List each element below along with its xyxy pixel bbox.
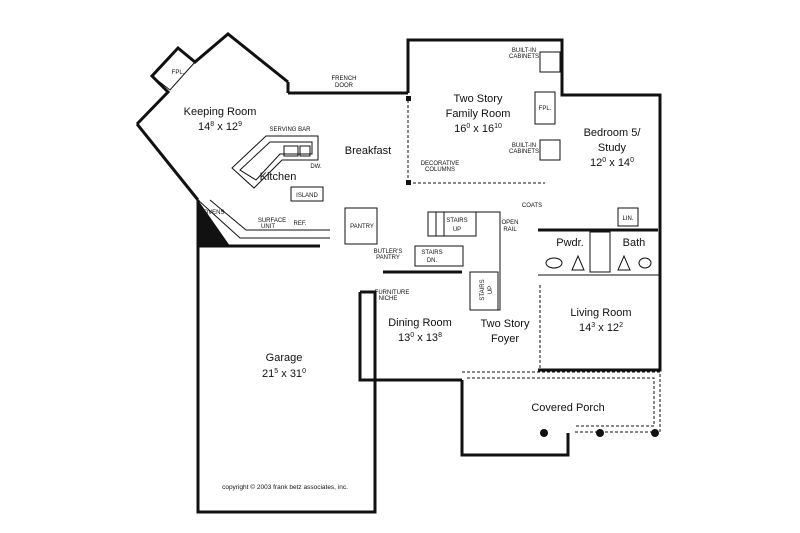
decorative-label-1: DECORATIVE [421, 161, 460, 167]
family-room-size: 160 x 1610 [454, 123, 502, 135]
copyright-text: copyright © 2003 frank betz associates, … [222, 483, 348, 491]
breakfast-name: Breakfast [345, 145, 391, 157]
stairs-vert-label-2: UP [488, 286, 494, 294]
builtin-bot-2: CABINETS [509, 149, 539, 155]
dw-label: DW. [310, 164, 322, 170]
ovens-label: OVENS [203, 210, 224, 216]
keeping-fireplace: FPL. [151, 47, 196, 91]
furniture-label-2: NICHE [379, 296, 398, 302]
surface-unit-label-2: UNIT [261, 224, 275, 230]
room-labels: Keeping Room 148 x 129 Two Story Family … [184, 93, 646, 414]
fpl-keeping-label: FPL. [172, 70, 185, 76]
living-room-name: Living Room [570, 307, 631, 319]
central-area: PANTRY STAIRS UP STAIRS DN. BUTLER'S PAN… [344, 203, 639, 370]
stairs-up-label-2: UP [453, 227, 461, 233]
bedroom-size: 120 x 140 [590, 157, 634, 169]
builtin-top-2: CABINETS [509, 54, 539, 60]
bedroom-name-1: Bedroom 5/ [584, 127, 642, 139]
kitchen-name: Kitchen [260, 171, 297, 183]
french-door-label-1: FRENCH [332, 76, 357, 82]
family-room-name-2: Family Room [446, 108, 511, 120]
open-rail-label-2: RAIL [503, 227, 517, 233]
lin-label: LIN. [622, 216, 633, 222]
furniture-label-1: FURNITURE [375, 290, 410, 296]
surface-unit-label-1: SURFACE [258, 218, 286, 224]
stairs-dn-label-1: STAIRS [421, 250, 442, 256]
coats-label: COATS [522, 203, 542, 209]
bedroom-name-2: Study [598, 142, 627, 154]
pantry-label: PANTRY [350, 224, 374, 230]
pwdr-name: Pwdr. [556, 237, 584, 249]
exterior-walls [135, 32, 662, 514]
family-room-details: BUILT-IN CABINETS BUILT-IN CABINETS FPL.… [332, 48, 561, 185]
living-room-size: 143 x 122 [579, 322, 623, 334]
builtin-bot-1: BUILT-IN [512, 143, 536, 149]
open-rail-label-1: OPEN [501, 220, 518, 226]
french-door-label-2: DOOR [335, 83, 354, 89]
island-label: ISLAND [296, 193, 318, 199]
family-room-name-1: Two Story [454, 93, 503, 105]
keeping-room-name: Keeping Room [184, 106, 257, 118]
keeping-room-size: 148 x 129 [198, 121, 242, 133]
butlers-label-2: PANTRY [376, 255, 400, 261]
foyer-name-1: Two Story [481, 318, 530, 330]
stairs-dn-label-2: DN. [427, 258, 438, 264]
garage-size: 215 x 310 [262, 368, 306, 380]
builtin-top-1: BUILT-IN [512, 48, 536, 54]
foyer-name-2: Foyer [491, 333, 519, 345]
garage-name: Garage [266, 352, 303, 364]
fpl-family-label: FPL. [539, 106, 552, 112]
porch [462, 371, 661, 437]
bath-name: Bath [623, 237, 646, 249]
stairs-vert-label-1: STAIRS [480, 279, 486, 300]
dining-room-name: Dining Room [388, 317, 452, 329]
decorative-label-2: COLUMNS [425, 167, 455, 173]
bath-fixtures [545, 231, 652, 273]
ref-label: REF. [293, 221, 306, 227]
serving-bar-label: SERVING BAR [270, 127, 312, 133]
wall-wedge [198, 200, 230, 246]
butlers-label-1: BUTLER'S [374, 249, 403, 255]
porch-name: Covered Porch [531, 402, 604, 414]
dining-room-size: 130 x 138 [398, 332, 442, 344]
stairs-up-label-1: STAIRS [446, 218, 467, 224]
kitchen-fixtures: SERVING BAR DW. ISLAND OVENS SURFACE UNI… [197, 127, 330, 246]
